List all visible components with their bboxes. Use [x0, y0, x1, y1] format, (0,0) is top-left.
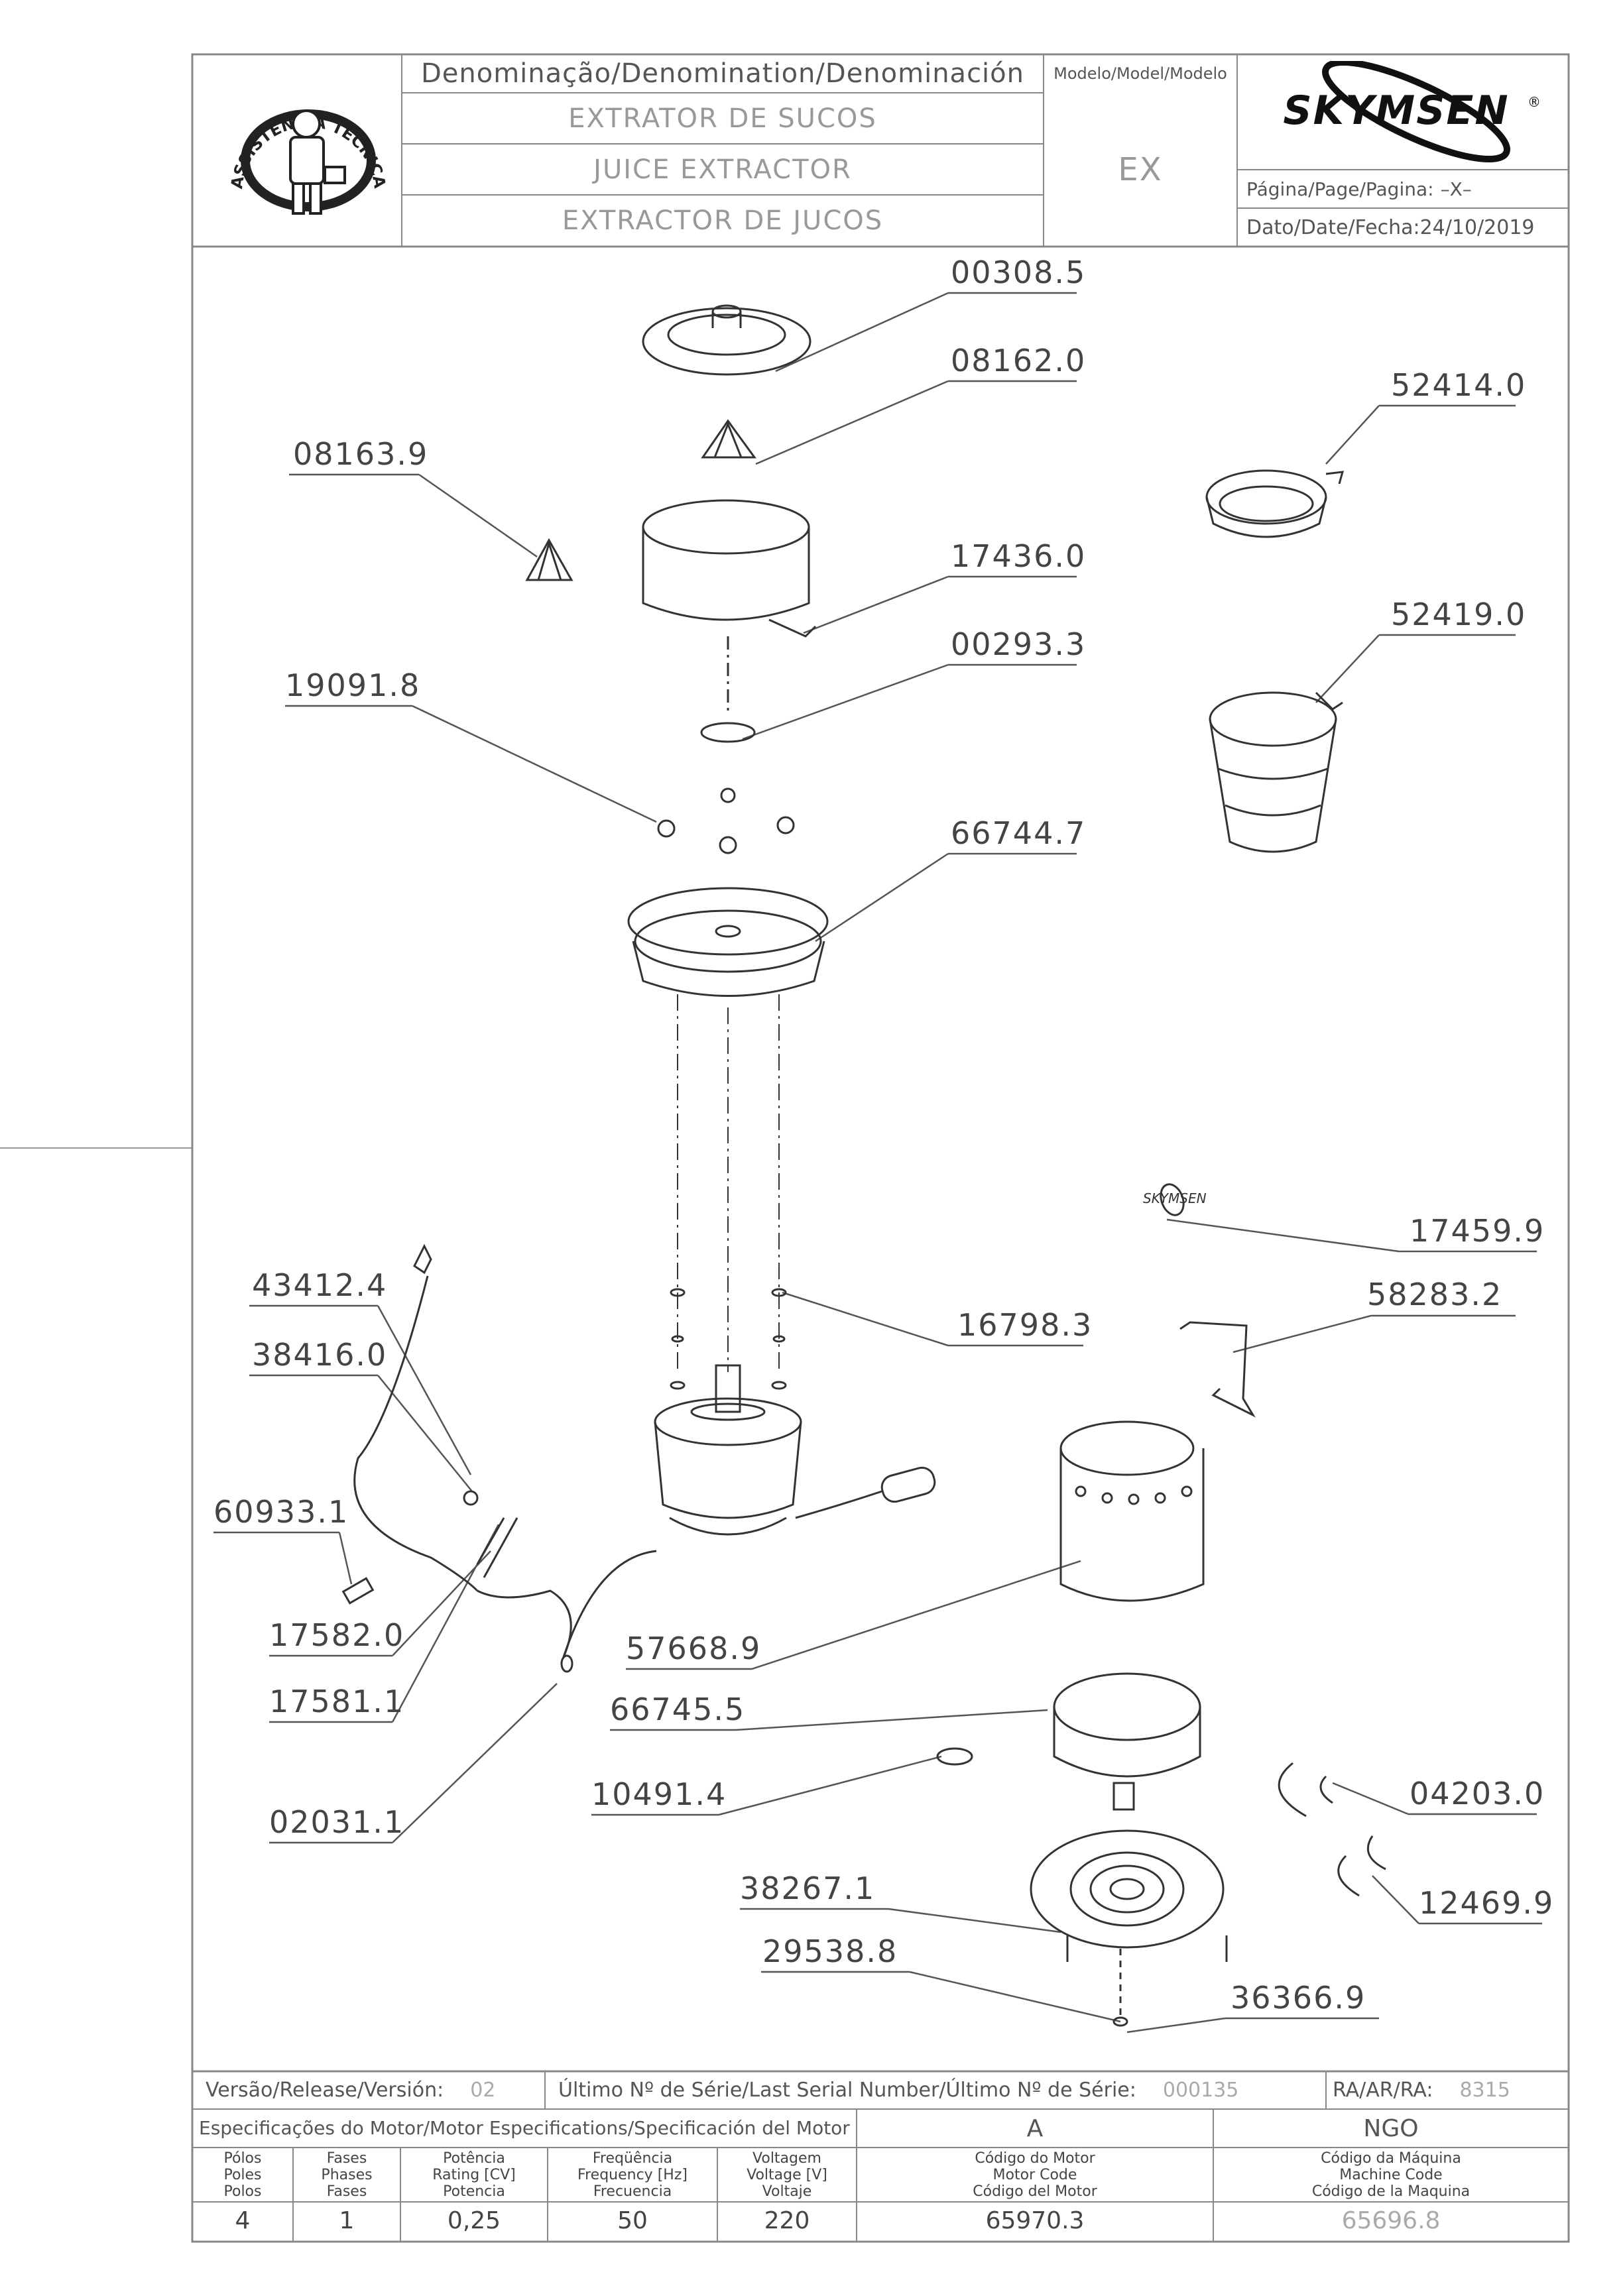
part-19091-8: 19091.8: [285, 667, 421, 703]
brand-registered-mark: ®: [1528, 94, 1541, 110]
part-02031-1: 02031.1: [269, 1804, 405, 1840]
version-label: Versão/Release/Versión:: [206, 2079, 444, 2102]
sticker: SKYMSEN: [1143, 1183, 1207, 1216]
page-label: Página/Page/Pagina:: [1246, 178, 1434, 200]
spec-value-machine-code: 65696.8: [1341, 2207, 1441, 2234]
part-38416-0: 38416.0: [252, 1337, 388, 1373]
part-00293-3: 00293.3: [951, 626, 1087, 662]
part-00308-5: 00308.5: [951, 255, 1087, 290]
bracket: [1179, 1321, 1256, 1418]
motor: [654, 1364, 802, 1536]
spec-value-phases: 1: [339, 2207, 355, 2234]
part-66744-7: 66744.7: [951, 815, 1087, 851]
part-17581-1: 17581.1: [269, 1684, 405, 1719]
part-17459-9: 17459.9: [1410, 1213, 1545, 1249]
part-57668-9: 57668.9: [626, 1631, 762, 1666]
part-17582-0: 17582.0: [269, 1617, 405, 1653]
brand-logo: SKYMSEN ®: [1237, 54, 1569, 170]
clips: [1278, 1762, 1333, 1817]
motor-variant: A: [1026, 2114, 1044, 2142]
lid-part: [642, 304, 812, 376]
authorized-service-logo: ASSISTÊNCIA TÉCNICA AUTORIZADA: [219, 61, 389, 215]
reamer-large: [701, 419, 756, 459]
base-ring: [1053, 1672, 1201, 1811]
leader-lines: [213, 292, 1542, 2034]
part-52414-0: 52414.0: [1391, 367, 1527, 403]
part-17436-0: 17436.0: [951, 538, 1087, 574]
part-60933-1: 60933.1: [213, 1494, 349, 1530]
part-04203-0: 04203.0: [1410, 1776, 1545, 1811]
part-16798-3: 16798.3: [957, 1307, 1093, 1343]
spec-value-voltage: 220: [764, 2207, 810, 2234]
part-12469-9: 12469.9: [1419, 1885, 1555, 1921]
spec-value-motor-code: 65970.3: [985, 2207, 1085, 2234]
basin: [627, 887, 829, 997]
motor-spec-label: Especificações do Motor/Motor Especifica…: [199, 2117, 850, 2139]
capacitor: [795, 1466, 936, 1519]
reamer-small: [525, 538, 573, 581]
ra-value: 8315: [1459, 2079, 1510, 2102]
ra-label: RA/AR/RA:: [1333, 2079, 1433, 2102]
spec-value-frequency: 50: [617, 2207, 648, 2234]
part-36366-9: 36366.9: [1231, 1980, 1366, 2016]
name-spanish: EXTRACTOR DE JUCOS: [562, 205, 884, 236]
model-value: EX: [1118, 151, 1163, 188]
name-english: JUICE EXTRACTOR: [593, 154, 852, 185]
motor-cover: [1059, 1420, 1205, 1602]
base-plate: [1030, 1829, 1225, 1949]
name-portuguese: EXTRATOR DE SUCOS: [568, 103, 877, 134]
page-value: –X–: [1440, 178, 1472, 200]
motor-washers: [670, 1288, 787, 1390]
serial-label: Último Nº de Série/Last Serial Number/Úl…: [558, 2079, 1136, 2102]
brand-name: SKYMSEN: [1283, 87, 1510, 134]
washer: [700, 722, 756, 743]
part-52419-0: 52419.0: [1391, 597, 1527, 632]
part-08163-9: 08163.9: [293, 436, 429, 472]
date-label: Dato/Date/Fecha:: [1246, 215, 1420, 239]
gasket: [936, 1747, 973, 1766]
spring-clips: [1337, 1835, 1386, 1897]
model-label: Modelo/Model/Modelo: [1053, 64, 1227, 83]
serial-value: 000135: [1162, 2079, 1239, 2102]
spec-value-rating: 0,25: [447, 2207, 501, 2234]
part-66745-5: 66745.5: [610, 1692, 746, 1727]
part-58283-2: 58283.2: [1367, 1277, 1503, 1312]
power-cable: [341, 1243, 657, 1673]
feet: [1066, 1935, 1228, 2027]
cap-nuts: [657, 787, 795, 854]
denomination-label: Denominação/Denomination/Denominación: [420, 58, 1024, 89]
part-08162-0: 08162.0: [951, 343, 1087, 378]
machine-variant: NGO: [1363, 2114, 1419, 2142]
spec-value-poles: 4: [235, 2207, 251, 2234]
strainer-basket: [1205, 469, 1345, 538]
part-10491-4: 10491.4: [591, 1776, 727, 1812]
juice-bowl: [642, 499, 817, 638]
sticker-text: SKYMSEN: [1143, 1190, 1207, 1206]
part-29538-8: 29538.8: [762, 1933, 898, 1969]
version-value: 02: [470, 2079, 496, 2102]
part-38267-1: 38267.1: [740, 1870, 876, 1906]
part-43412-4: 43412.4: [252, 1267, 388, 1303]
cup: [1209, 691, 1343, 853]
date-value: 24/10/2019: [1419, 215, 1535, 239]
